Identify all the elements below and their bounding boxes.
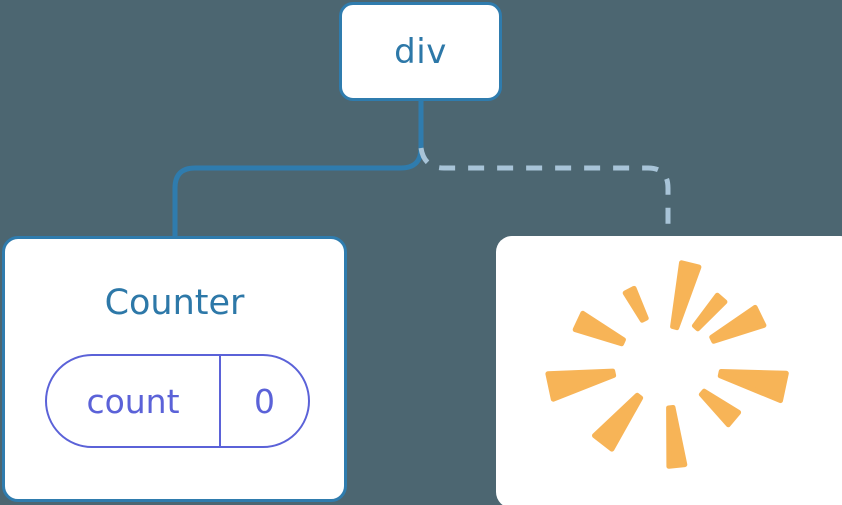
state-pill-value: 0 xyxy=(254,381,275,421)
node-counter-label: Counter xyxy=(104,283,245,323)
state-pill-count[interactable]: count 0 xyxy=(45,354,310,448)
sparkle-ray-3 xyxy=(709,304,767,344)
node-counter[interactable]: Counter count 0 xyxy=(2,236,347,502)
node-root-div[interactable]: div xyxy=(339,2,502,101)
sparkle-ray-2 xyxy=(692,292,728,332)
sparkle-ray-1 xyxy=(670,260,702,331)
sparkle-burst-icon xyxy=(545,260,789,469)
sparkle-ray-6 xyxy=(666,405,688,469)
sparkle-ray-4 xyxy=(717,369,789,404)
sparkle-ray-9 xyxy=(572,310,626,347)
node-sparkle[interactable] xyxy=(496,236,842,505)
node-root-label: div xyxy=(394,31,447,72)
sparkle-ray-7 xyxy=(592,392,644,452)
sparkle-ray-10 xyxy=(622,285,649,323)
sparkle-ray-5 xyxy=(698,388,742,428)
state-pill-key: count xyxy=(47,356,221,446)
sparkle-ray-8 xyxy=(545,368,617,402)
